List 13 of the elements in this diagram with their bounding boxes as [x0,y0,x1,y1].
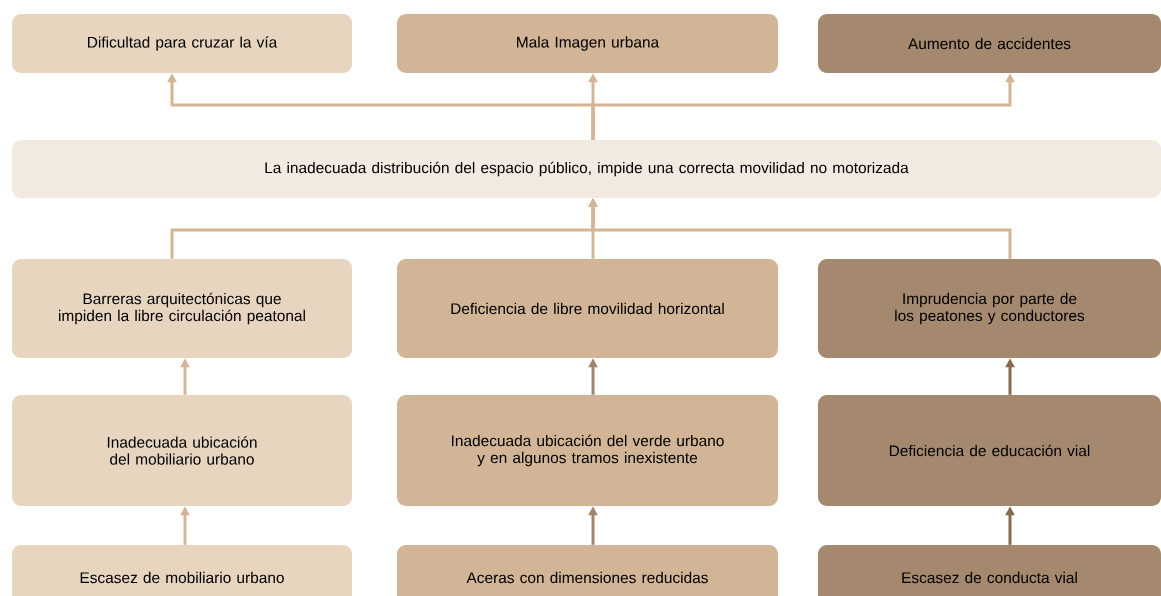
cause-box: La inadecuada distribución del espacio público, impide una correcta movilidad no motorizada [12,140,1161,198]
cause-box: Dificultad para cruzar la vía [12,14,352,73]
cause-box: Imprudencia por parte de los peatones y conductores [818,259,1161,358]
cause-box: Inadecuada ubicación del verde urbano y en algunos tramos inexistente [397,395,778,506]
cause-box: Aceras con dimensiones reducidas [397,545,778,596]
cause-box: Escasez de conducta vial [818,545,1161,596]
cause-box: Deficiencia de libre movilidad horizontal [397,259,778,358]
cause-box: Escasez de mobiliario urbano [12,545,352,596]
cause-box: Aumento de accidentes [818,14,1161,73]
cause-box: Barreras arquitectónicas que impiden la libre circulación peatonal [12,259,352,358]
cause-box: Inadecuada ubicación del mobiliario urbano [12,395,352,506]
cause-box: Deficiencia de educación vial [818,395,1161,506]
cause-box: Mala Imagen urbana [397,14,778,73]
